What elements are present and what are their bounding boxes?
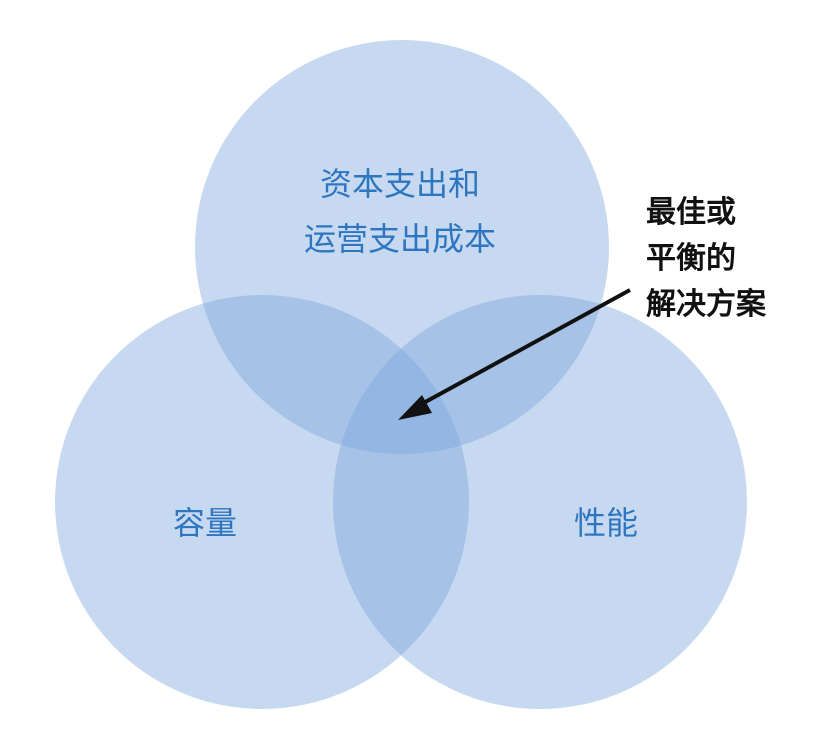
label-cost-line-1: 资本支出和 bbox=[320, 165, 480, 203]
annotation-line-1: 最佳或 bbox=[646, 195, 736, 230]
annotation-arrow-head bbox=[398, 395, 432, 420]
annotation-arrow-line bbox=[417, 288, 631, 408]
label-capacity: 容量 bbox=[173, 504, 237, 542]
label-cost-line-2: 运营支出成本 bbox=[304, 220, 496, 258]
venn-circle-capacity bbox=[55, 295, 469, 709]
label-performance: 性能 bbox=[574, 504, 638, 542]
annotation-line-2: 平衡的 bbox=[646, 241, 736, 276]
annotation-line-3: 解决方案 bbox=[646, 287, 767, 322]
venn-circle-cost bbox=[195, 40, 609, 454]
venn-circle-performance bbox=[333, 295, 747, 709]
